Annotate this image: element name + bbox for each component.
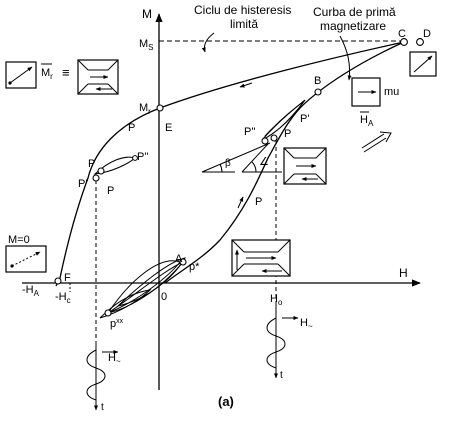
signal-right-h0: Ho [270, 293, 283, 307]
domain-box-mid-right [283, 147, 327, 185]
signal-right-field: H~ [300, 317, 313, 331]
point-Pp-right: P' [300, 113, 309, 125]
signal-left-field: H~ [108, 352, 121, 366]
point-A: A [175, 253, 183, 265]
hysteresis-upper-branch [55, 41, 405, 287]
point-P-main: P [128, 122, 135, 134]
minor-loop-right-2 [264, 101, 304, 137]
mu-box [351, 77, 381, 107]
mr-vector-box [5, 61, 37, 89]
point-P-low: P [107, 185, 114, 197]
point-P-right: P [284, 128, 291, 140]
mu-label: mu [384, 86, 399, 98]
saturation-box [409, 51, 437, 77]
first-mag-title-1: Curba de primă [313, 5, 396, 19]
hysteresis-title-1: Ciclu de histeresis [194, 3, 291, 17]
domain-box-top-left [77, 59, 119, 95]
point-E: E [165, 122, 172, 134]
signal-right [266, 305, 299, 379]
first-mag-arrow [237, 196, 244, 209]
signal-right-time: t [280, 370, 283, 381]
figure-caption: (a) [218, 394, 234, 409]
signal-left [86, 345, 119, 411]
first-mag-title-2: magnetizare [320, 19, 386, 33]
ha-label: -HA [22, 284, 40, 298]
equiv-symbol: ≡ [62, 65, 70, 80]
ms-label: MS [139, 38, 154, 52]
point-C: C [398, 28, 406, 40]
point-p-star: p* [189, 261, 200, 273]
point-Ppp-right: P'' [244, 126, 256, 138]
point-p-xx: pxx [110, 318, 124, 330]
point-Ppp-left: P'' [137, 151, 149, 163]
m-zero-box [5, 245, 47, 273]
first-mag-pointer [339, 35, 352, 81]
ha-field-label: HA [360, 114, 374, 128]
signal-left-time: t [101, 402, 104, 413]
mr-vector-label: Mr [41, 67, 53, 81]
m-zero-label: M=0 [8, 234, 30, 246]
curve-points [54, 38, 424, 317]
hysteresis-title-2: limită [230, 17, 258, 31]
point-P-left: P [88, 158, 95, 170]
minor-loop-4 [99, 289, 152, 319]
first-magnetization-curve [164, 41, 405, 284]
hysteresis-pointer [201, 32, 215, 53]
y-axis-label: M [142, 7, 152, 21]
point-Pp-left: P' [78, 178, 87, 190]
ha-double-arrow [361, 131, 392, 153]
point-D: D [423, 28, 431, 40]
alpha-symbol: ∠ [259, 156, 269, 168]
origin-label: 0 [161, 291, 167, 303]
point-F: F [64, 272, 71, 284]
point-B: B [314, 75, 321, 87]
angle-construction [201, 142, 282, 173]
beta-symbol: β [225, 158, 231, 169]
point-P-mid: P [255, 196, 262, 208]
mr-label: Mr [139, 102, 151, 116]
x-axis-label: H [399, 266, 408, 280]
hc-label: -Hc [55, 291, 71, 305]
upper-branch-arrow [239, 82, 253, 88]
domain-box-lower [231, 239, 291, 277]
